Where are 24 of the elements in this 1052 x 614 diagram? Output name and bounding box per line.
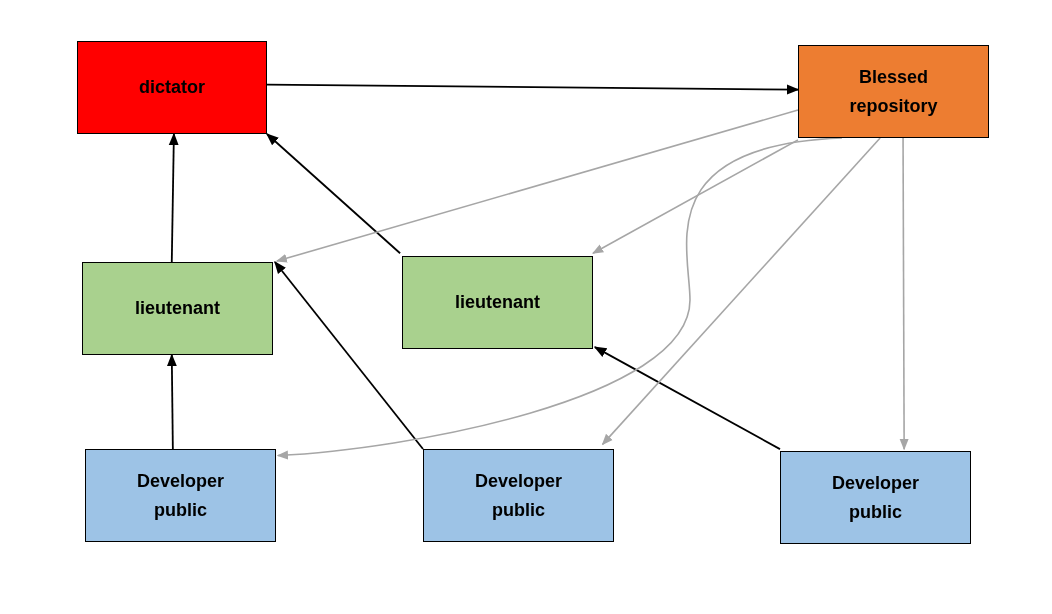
node-label: Blessed repository <box>848 65 939 118</box>
node-label: lieutenant <box>135 297 220 321</box>
process-box <box>780 451 971 544</box>
node-label: lieutenant <box>455 291 540 315</box>
process-box <box>82 262 273 355</box>
arrow <box>275 109 799 263</box>
arrow <box>168 132 179 263</box>
arrow <box>592 139 799 254</box>
arrow <box>266 133 401 255</box>
arrow <box>593 346 781 451</box>
node-label: Developer public <box>830 471 920 524</box>
arrow <box>601 137 881 446</box>
process-box <box>798 45 989 138</box>
process-box <box>423 449 614 542</box>
arrow <box>166 353 177 450</box>
arrow <box>266 83 800 95</box>
node-label: Developer public <box>135 469 225 522</box>
process-box <box>402 256 593 349</box>
node-label: Developer public <box>473 469 563 522</box>
node-label: dictator <box>139 76 205 100</box>
arrow <box>274 261 424 450</box>
process-box <box>77 41 267 134</box>
arrow <box>899 137 909 451</box>
process-box <box>85 449 276 542</box>
